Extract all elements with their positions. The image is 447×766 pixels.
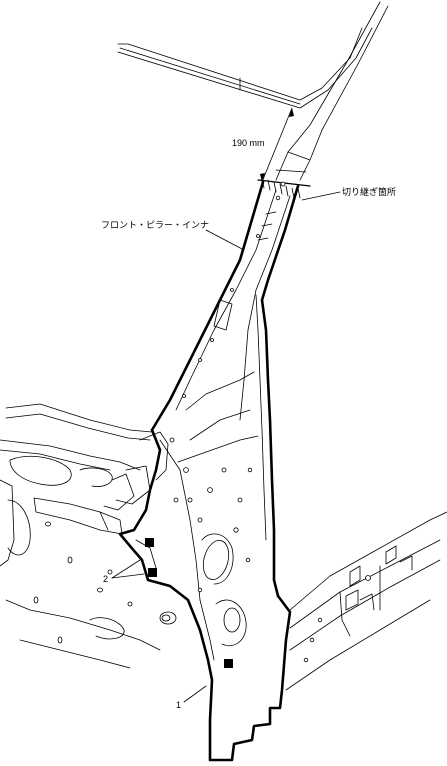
weld-marker-3 (224, 659, 233, 668)
front-pillar-inner-outline (150, 180, 300, 598)
roof-panel (117, 27, 373, 109)
weld-markers (145, 538, 233, 668)
cut-location-label: 切り継ぎ箇所 (342, 186, 396, 197)
dimension-label: 190 mm (232, 138, 265, 148)
dimension-190mm: 190 mm (232, 107, 294, 183)
callout-1-label: 1 (176, 700, 181, 710)
callout-2-label: 2 (103, 574, 108, 584)
lower-pillar-panel (159, 435, 259, 661)
callout-2: 2 (103, 559, 145, 584)
pillar-details (175, 181, 291, 541)
weld-marker-1 (145, 538, 154, 547)
side-sill (285, 511, 447, 691)
part-name-callout: フロント・ピラー・インナ (101, 220, 245, 251)
weld-marker-2 (148, 568, 157, 577)
roof-rail (275, 1, 389, 181)
lower-cut-outline (118, 428, 292, 762)
cowl-structure (0, 403, 177, 669)
part-name-label: フロント・ピラー・インナ (101, 220, 209, 230)
callout-1: 1 (176, 685, 207, 710)
